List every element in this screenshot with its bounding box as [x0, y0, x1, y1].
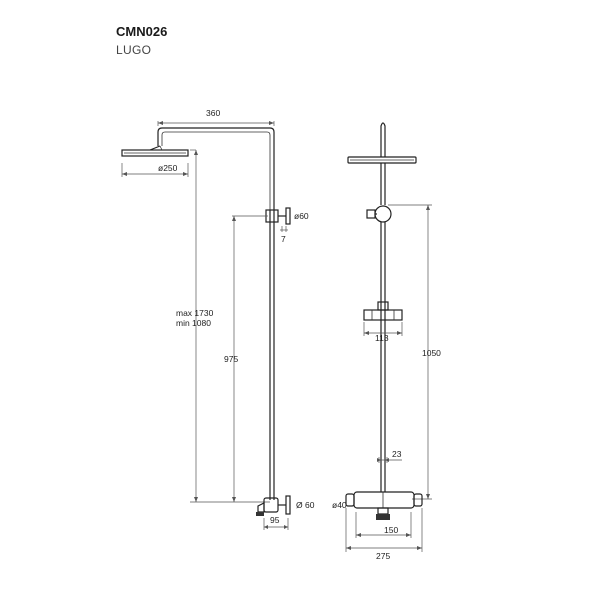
riser-height-label: 975	[224, 354, 238, 364]
head-diameter-label: ø250	[158, 163, 178, 173]
connector-diameter-label: ø40	[332, 500, 347, 510]
rail-length-label: 1050	[422, 348, 441, 358]
height-min-label: min 1080	[176, 318, 211, 328]
shower-arm	[157, 127, 275, 210]
riser-pipe	[269, 210, 275, 500]
side-view: ø250 360	[121, 108, 315, 530]
product-name: LUGO	[116, 43, 152, 57]
center-distance-label: 150	[384, 525, 398, 535]
top-outlet	[265, 207, 291, 232]
bottom-outlet	[256, 495, 291, 516]
front-view: 113 1050 23	[332, 122, 441, 561]
thermostatic-valve	[345, 491, 423, 520]
holder-width-label: 113	[375, 333, 389, 343]
top-outlet-diameter-label: ø60	[294, 211, 309, 221]
product-code: CMN026	[116, 24, 168, 39]
arm-width-label: 360	[206, 108, 220, 118]
valve-width-label: 275	[376, 551, 390, 561]
slide-rail	[380, 222, 386, 492]
outlet-depth-label: 7	[281, 234, 286, 244]
front-top-pipe	[380, 122, 386, 157]
rail-diameter-label: 23	[392, 449, 402, 459]
front-shower-head	[347, 156, 417, 164]
bottom-outlet-diameter-label: Ø 60	[296, 500, 315, 510]
shower-head	[121, 145, 189, 177]
front-diverter	[366, 205, 392, 223]
handshower-holder	[363, 301, 403, 321]
height-max-label: max 1730	[176, 308, 214, 318]
bottom-offset-label: 95	[270, 515, 280, 525]
